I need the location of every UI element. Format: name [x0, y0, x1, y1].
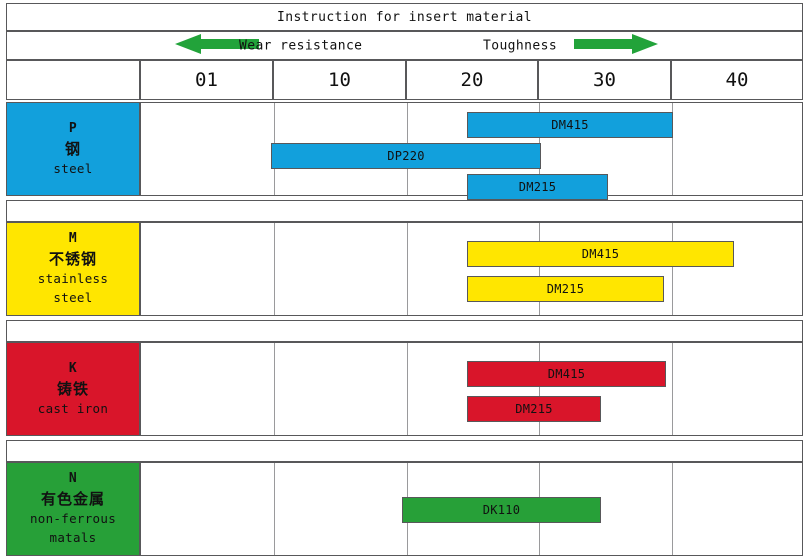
- toughness-label: Toughness: [483, 38, 558, 53]
- column-separator: [407, 223, 408, 315]
- column-separator: [274, 223, 275, 315]
- material-code: M: [68, 231, 78, 247]
- column-separator: [672, 223, 673, 315]
- grade-header-blank: [6, 60, 140, 100]
- column-separator: [672, 463, 673, 555]
- wear-resistance-label: Wear resistance: [239, 38, 363, 53]
- arrow-right-icon: [574, 33, 658, 58]
- material-plot-n: DK110: [140, 462, 803, 556]
- insert-grade-bar[interactable]: DM215: [467, 174, 608, 200]
- material-legend-m[interactable]: M 不锈钢 stainless steel: [6, 222, 140, 316]
- column-separator: [407, 343, 408, 435]
- material-name-en: cast iron: [37, 400, 109, 416]
- material-name-cn: 铸铁: [56, 379, 89, 398]
- axis-legend-row: Wear resistance Toughness: [6, 31, 803, 60]
- grade-header-40: 40: [671, 60, 803, 100]
- insert-grade-bar[interactable]: DK110: [402, 497, 601, 523]
- material-name-en: stainless: [37, 271, 109, 287]
- material-legend-k[interactable]: K 铸铁 cast iron: [6, 342, 140, 436]
- material-code: P: [68, 120, 78, 136]
- column-separator: [539, 223, 540, 315]
- grade-header-10: 10: [273, 60, 406, 100]
- material-block-n: N 有色金属 non-ferrous matals DK110: [6, 462, 803, 556]
- material-code: N: [68, 471, 78, 487]
- chart-title: Instruction for insert material: [6, 3, 803, 31]
- material-name-en: steel: [53, 160, 93, 176]
- material-legend-n[interactable]: N 有色金属 non-ferrous matals: [6, 462, 140, 556]
- block-spacer: [6, 320, 803, 342]
- arrow-left-icon: [175, 33, 259, 58]
- grade-header-20: 20: [406, 60, 538, 100]
- material-name-cn: 不锈钢: [48, 250, 97, 269]
- insert-grade-bar[interactable]: DM415: [467, 361, 666, 387]
- insert-grade-bar[interactable]: DM215: [467, 276, 664, 302]
- insert-grade-bar[interactable]: DM415: [467, 241, 734, 267]
- material-name-cn: 钢: [64, 139, 81, 158]
- column-separator: [672, 343, 673, 435]
- material-code: K: [68, 360, 78, 376]
- insert-grade-bar[interactable]: DM415: [467, 112, 673, 138]
- material-name-en: steel: [53, 290, 93, 305]
- column-separator: [274, 343, 275, 435]
- column-separator: [672, 103, 673, 195]
- block-spacer: [6, 200, 803, 222]
- grade-header-01: 01: [140, 60, 273, 100]
- material-name-en: non-ferrous: [29, 511, 117, 527]
- material-name-en: matals: [49, 530, 97, 545]
- grade-header-30: 30: [538, 60, 671, 100]
- insert-grade-bar[interactable]: DM215: [467, 396, 601, 422]
- block-spacer: [6, 440, 803, 462]
- column-separator: [539, 343, 540, 435]
- insert-grade-bar[interactable]: DP220: [271, 143, 541, 169]
- material-name-cn: 有色金属: [40, 490, 105, 509]
- column-separator: [274, 463, 275, 555]
